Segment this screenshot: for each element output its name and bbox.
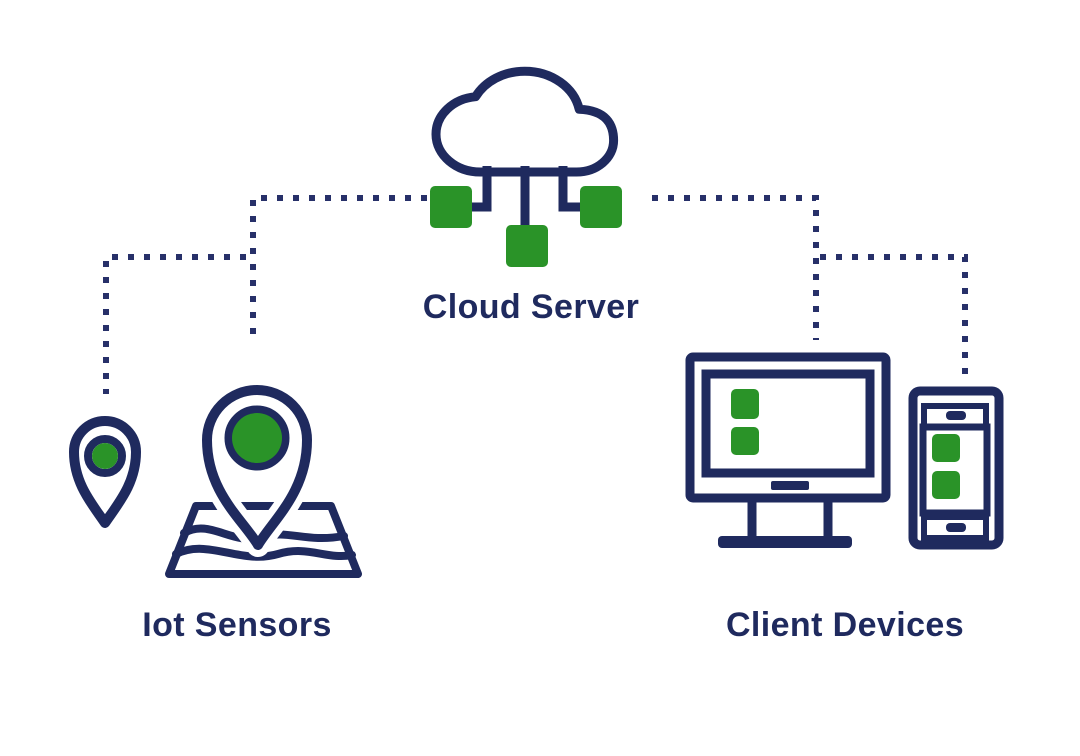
iot-sensors-icon xyxy=(69,378,362,578)
monitor-frame xyxy=(685,352,891,503)
connection-branch-to-small-sensor xyxy=(103,254,246,394)
cloud-server-label: Cloud Server xyxy=(422,288,640,326)
data-square-center xyxy=(506,225,548,267)
pin-small-outline xyxy=(69,416,141,528)
location-pin-small-icon xyxy=(69,416,141,528)
client-devices-icon xyxy=(685,352,1004,550)
client-devices-label: Client Devices xyxy=(725,606,965,644)
monitor-stand-neck xyxy=(747,498,833,536)
connection-cloud-to-monitor xyxy=(652,195,819,340)
monitor-data-square-top xyxy=(731,389,759,419)
cloud-stem-left xyxy=(472,166,492,212)
data-square-right xyxy=(580,186,622,228)
cloud-outline-icon xyxy=(431,66,619,177)
monitor-icon xyxy=(685,352,891,548)
data-square-left xyxy=(430,186,472,228)
cloud-stem-right xyxy=(558,166,580,212)
connection-branch-to-smartphone xyxy=(820,254,968,383)
iot-sensors-label: Iot Sensors xyxy=(142,606,332,644)
phone-body xyxy=(908,386,1004,550)
pin-small-dot xyxy=(92,443,118,469)
smartphone-icon xyxy=(908,386,1004,550)
phone-speaker xyxy=(946,411,966,420)
phone-screen xyxy=(919,423,991,517)
pin-large-ring xyxy=(224,405,290,471)
phone-data-square-bottom xyxy=(932,471,960,499)
cloud-server-icon xyxy=(430,66,622,267)
pin-large-outline xyxy=(202,385,312,550)
pin-small-ring xyxy=(84,435,126,477)
pin-large-dot xyxy=(232,413,282,463)
phone-data-square-top xyxy=(932,434,960,462)
monitor-stand-base xyxy=(718,536,852,548)
phone-home-button xyxy=(946,523,966,532)
location-pin-large-icon xyxy=(195,378,319,557)
monitor-screen xyxy=(701,369,875,478)
monitor-button-bar xyxy=(771,481,809,490)
monitor-data-square-bottom xyxy=(731,427,759,455)
phone-bottom-bar xyxy=(921,514,989,541)
map-contour-line-2 xyxy=(172,544,356,561)
